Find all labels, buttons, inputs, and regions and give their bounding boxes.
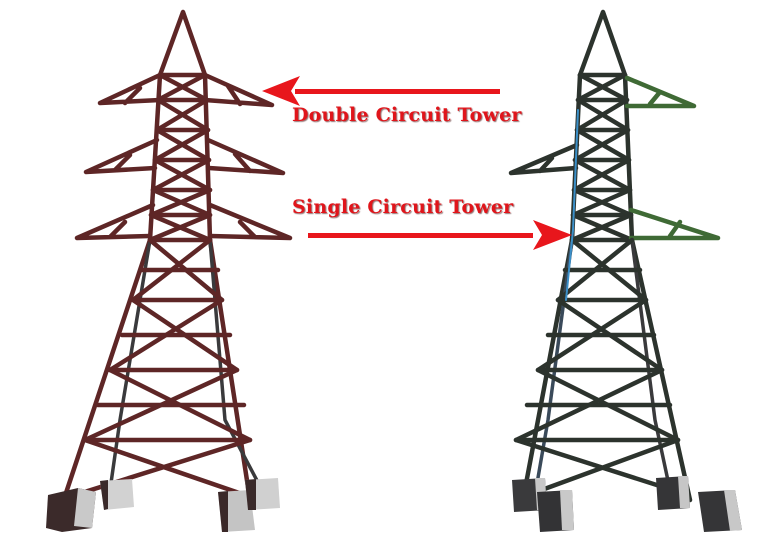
double-tower-footings: [46, 478, 280, 532]
arrow-to-double-tower: [262, 76, 500, 106]
single-circuit-tower-label: Single Circuit Tower: [292, 196, 514, 218]
double-circuit-tower-label: Double Circuit Tower: [292, 104, 522, 126]
arrow-to-single-tower: [308, 220, 572, 250]
single-circuit-tower: [508, 9, 721, 508]
single-tower-footings: [512, 476, 742, 532]
double-circuit-tower: [59, 9, 293, 508]
